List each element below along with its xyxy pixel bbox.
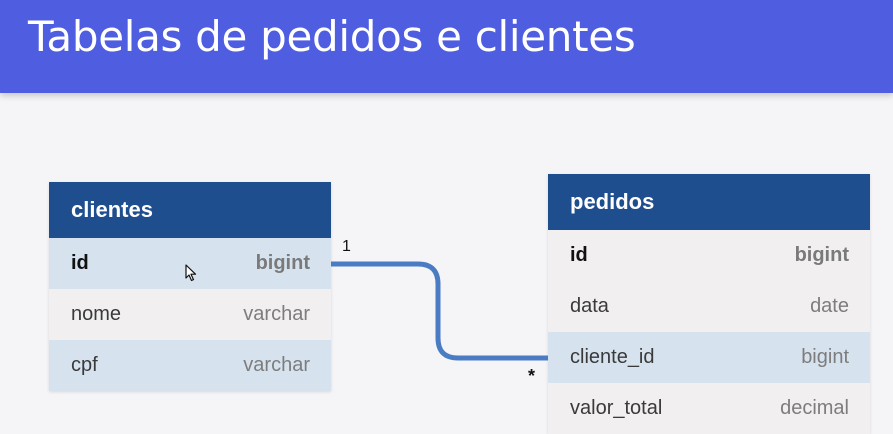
column-name: nome (71, 303, 122, 325)
column-type: bigint (794, 244, 849, 266)
mouse-pointer-icon (185, 264, 197, 282)
column-name: id (71, 252, 89, 274)
column-name: cpf (71, 354, 98, 376)
page-header: Tabelas de pedidos e clientes (0, 0, 893, 93)
cardinality-many-label: * (528, 366, 536, 386)
table-row[interactable]: id bigint (548, 230, 870, 281)
column-type: bigint (255, 252, 310, 274)
table-clientes[interactable]: clientes id bigint nome varchar cpf varc… (49, 182, 331, 391)
table-row[interactable]: data date (548, 281, 870, 332)
cardinality-one-label: 1 (342, 238, 351, 255)
column-name: id (570, 244, 588, 266)
column-type: varchar (243, 354, 310, 376)
column-name: cliente_id (570, 346, 655, 368)
table-row[interactable]: valor_total decimal (548, 383, 870, 434)
table-row[interactable]: cpf varchar (49, 340, 331, 391)
table-row[interactable]: id bigint (49, 238, 331, 289)
relation-line (331, 261, 548, 361)
column-name: data (570, 295, 609, 317)
table-row[interactable]: cliente_id bigint (548, 332, 870, 383)
page-title: Tabelas de pedidos e clientes (28, 12, 636, 61)
column-type: varchar (243, 303, 310, 325)
table-pedidos-header: pedidos (548, 174, 870, 230)
table-clientes-header: clientes (49, 182, 331, 238)
column-name: valor_total (570, 397, 663, 419)
table-row[interactable]: nome varchar (49, 289, 331, 340)
column-type: decimal (780, 397, 849, 419)
column-type: date (810, 295, 849, 317)
column-type: bigint (801, 346, 849, 368)
table-pedidos[interactable]: pedidos id bigint data date cliente_id b… (548, 174, 870, 434)
